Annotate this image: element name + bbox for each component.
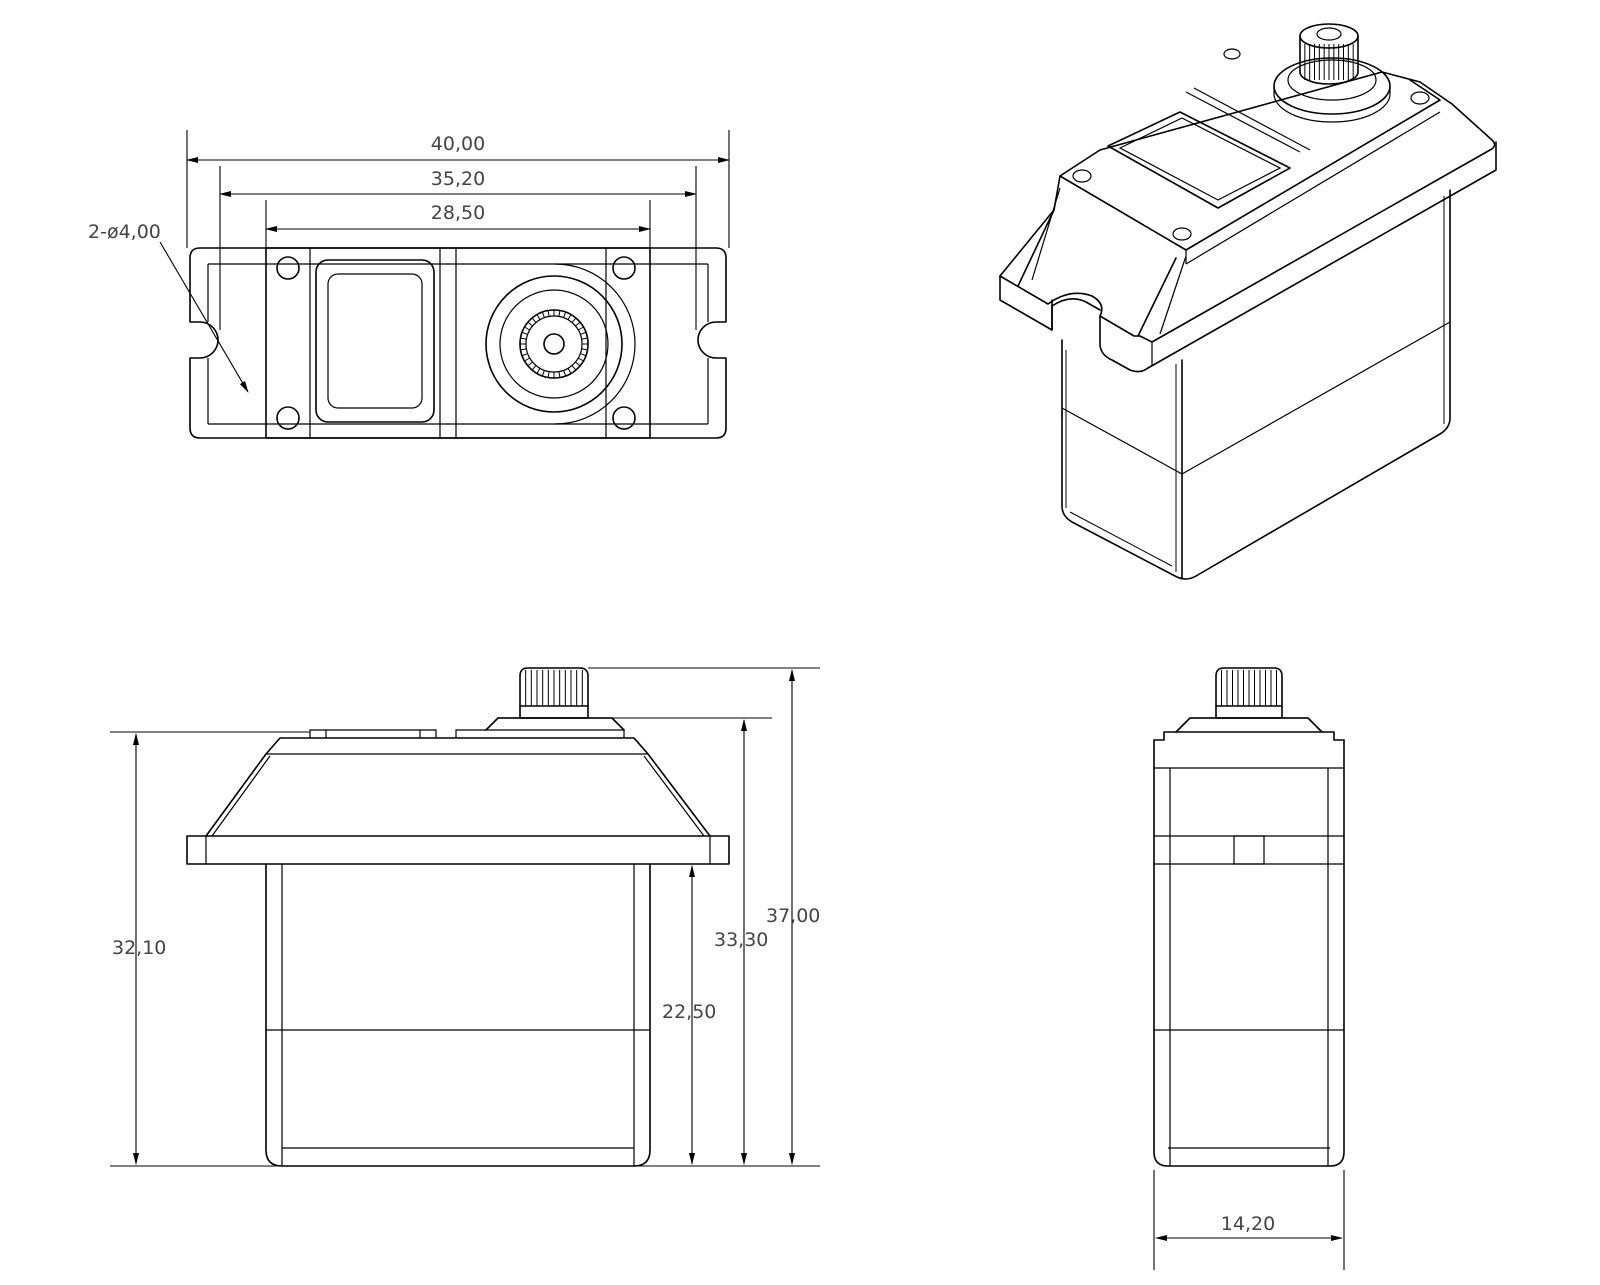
spline-rib	[571, 317, 577, 323]
front-view: 32,10 22,50 33,30 37,00	[110, 667, 820, 1167]
iso-label-window	[1107, 111, 1291, 209]
spline-rib	[520, 337, 527, 340]
screw-hole-top-left	[276, 256, 300, 280]
output-gear-housing	[485, 275, 623, 413]
spline-rib	[571, 365, 577, 371]
spline-rib	[536, 367, 541, 374]
dim-top-overall-width: 40,00	[431, 133, 485, 155]
spline-rib	[581, 348, 588, 351]
top-view: 40,00 35,20 28,50 2-ø4,00	[88, 130, 730, 439]
top-flange-outline	[189, 247, 727, 439]
side-spline-base	[1215, 705, 1283, 719]
spline-rib	[577, 357, 584, 362]
side-view: 14,20	[1153, 667, 1345, 1270]
screw-hole-top-right	[612, 256, 636, 280]
dim-front-flange-to-bottom: 32,10	[112, 937, 166, 959]
spline-rib	[547, 371, 550, 378]
top-label-window	[315, 259, 435, 423]
dim-front-overall-height: 37,00	[766, 905, 820, 927]
dim-leader-holes	[159, 241, 249, 393]
front-spline	[519, 667, 589, 707]
dim-side-width: 14,20	[1221, 1213, 1275, 1235]
spline-rib	[577, 326, 584, 331]
spline-rib	[575, 321, 581, 327]
dim-top-hole-pitch: 35,20	[431, 168, 485, 190]
spline-rib	[531, 365, 537, 371]
iso-lower-body	[1061, 189, 1451, 580]
spline-rib	[541, 311, 545, 318]
output-spline	[519, 309, 589, 379]
screw-hole-bottom-left	[276, 406, 300, 430]
front-flange	[186, 835, 730, 865]
spline-rib	[521, 331, 528, 335]
spline-rib	[524, 326, 531, 331]
spline-rib	[527, 321, 533, 327]
spline-rib	[563, 370, 567, 377]
spline-rib	[580, 331, 587, 335]
spline-rib	[581, 337, 588, 340]
spline-rib	[567, 367, 572, 374]
spline-rib	[536, 314, 541, 321]
side-body	[1153, 739, 1345, 1167]
dim-mount-holes: 2-ø4,00	[88, 221, 161, 243]
spline-rib	[558, 310, 561, 317]
spline-rib	[575, 361, 581, 367]
screw-hole-bottom-right	[612, 406, 636, 430]
front-spline-base	[519, 705, 589, 719]
dim-top-screw-pitch: 28,50	[431, 202, 485, 224]
spline-rib	[541, 370, 545, 377]
spline-rib	[531, 317, 537, 323]
spline-rib	[521, 353, 528, 357]
spline-rib	[558, 371, 561, 378]
dim-front-spline-base: 33,30	[714, 929, 768, 951]
spline-rib	[520, 348, 527, 351]
output-shaft-center	[543, 333, 565, 355]
dim-front-body-height: 22,50	[662, 1001, 716, 1023]
spline-rib	[567, 314, 572, 321]
iso-top-block	[1059, 79, 1441, 251]
spline-rib	[563, 311, 567, 318]
iso-spline	[1299, 23, 1359, 85]
spline-rib	[527, 361, 533, 367]
spline-rib	[524, 357, 531, 362]
spline-rib	[547, 310, 550, 317]
front-tapered-top	[205, 737, 711, 837]
spline-rib	[580, 353, 587, 357]
side-spline	[1215, 667, 1283, 707]
front-body	[265, 863, 651, 1167]
isometric-view	[999, 23, 1497, 580]
top-case-body	[265, 247, 651, 439]
